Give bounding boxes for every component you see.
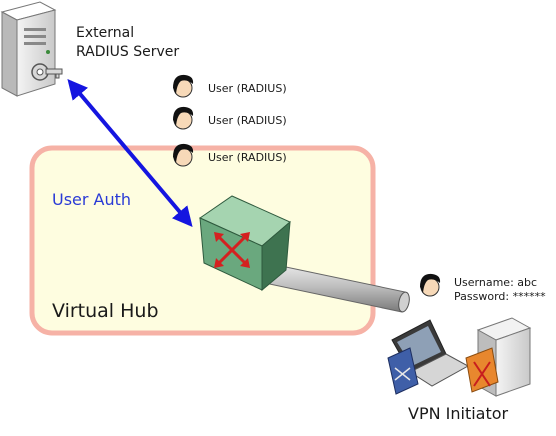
auth-arrow [67, 78, 193, 228]
user-head-icon [173, 143, 194, 167]
username-label: Username: abc [454, 276, 538, 289]
radius-server-icon [0, 1, 57, 97]
user-head-icon [420, 273, 441, 297]
password-label: Password: ****** [454, 290, 546, 303]
user-label: User (RADIUS) [208, 114, 287, 127]
user-label: User (RADIUS) [208, 151, 287, 164]
user-head-icon [173, 74, 194, 98]
key-icon [31, 63, 63, 81]
virtual-hub-label: Virtual Hub [52, 300, 159, 322]
radius-server-label-line1: External [76, 25, 135, 41]
radius-server-label-line2: RADIUS Server [76, 44, 180, 60]
vpn-initiator-label: VPN Initiator [408, 404, 509, 423]
user-head-icon [173, 106, 194, 130]
switch-hub-icon [198, 195, 291, 292]
user-auth-label: User Auth [52, 190, 132, 209]
vpn-server-icon [465, 317, 532, 397]
user-label: User (RADIUS) [208, 82, 287, 95]
laptop-icon [387, 319, 470, 395]
